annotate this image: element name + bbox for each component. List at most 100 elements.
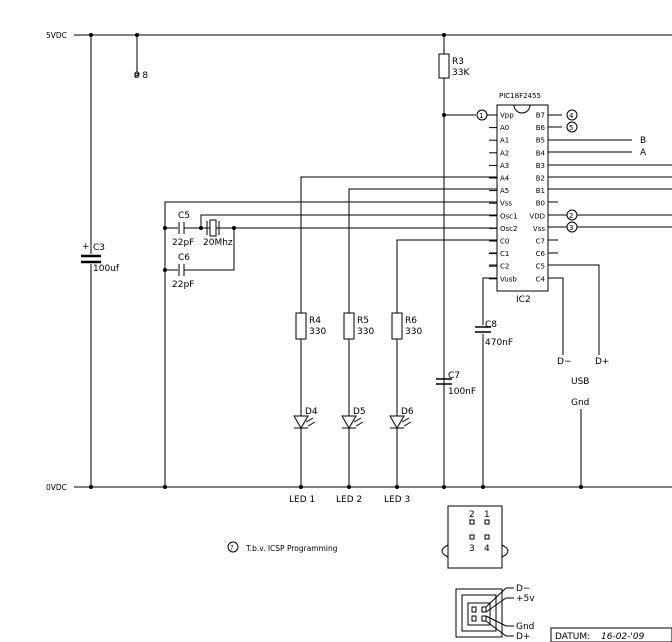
right-pin-wiring: 4 5 B A 2 3 D− D+ USB Gnd xyxy=(548,109,672,487)
c7-capacitor: C7 100nF xyxy=(436,371,476,397)
ic-pin-label-right: C5 xyxy=(536,263,545,271)
ic-pin-label-right: B2 xyxy=(536,175,545,183)
header-pin-2: 2 xyxy=(469,510,475,520)
vdd-label: 5VDC xyxy=(46,31,67,40)
xtal-value: 20Mhz xyxy=(203,238,233,248)
gnd-label-usb: Gnd xyxy=(571,398,589,408)
ic-pin-label-right: B0 xyxy=(536,200,545,208)
ic-pin-label-left: A5 xyxy=(500,187,509,195)
ic-pin-label-right: B1 xyxy=(536,187,545,195)
net-a: A xyxy=(640,148,647,158)
c8-ref: C8 xyxy=(485,320,497,330)
led-drive-wiring xyxy=(300,176,497,313)
ic-pin-label-left: A0 xyxy=(500,124,509,132)
svg-text:3: 3 xyxy=(569,224,573,232)
usb-label: USB xyxy=(571,377,589,387)
header-pin-1: 1 xyxy=(484,510,490,520)
ic-pin-label-left: Vpp xyxy=(500,112,514,120)
ic-pin-label-right: VDD xyxy=(529,212,545,220)
d5-ref: D5 xyxy=(353,407,366,417)
ic-pin-label-right: Vss xyxy=(533,225,545,233)
datum-value: 16-02-'09 xyxy=(601,632,645,642)
led1-label: LED 1 xyxy=(289,495,315,505)
ic-pin-label-right: B7 xyxy=(536,112,545,120)
c7-ref: C7 xyxy=(448,371,460,381)
pin8-label: ø 8 xyxy=(134,71,148,81)
usb-conn-5v: +5v xyxy=(516,594,535,604)
usb-b-connector: D− +5v Gnd D+ xyxy=(455,584,535,642)
datum-box: DATUM: 16-02-'09 xyxy=(550,627,672,642)
ic-pin-label-left: A4 xyxy=(500,175,510,183)
ic-pin-label-left: A3 xyxy=(500,162,509,170)
net-b: B xyxy=(640,136,646,146)
c3-polarity: + xyxy=(82,242,90,252)
svg-text:2: 2 xyxy=(569,212,573,220)
svg-text:5: 5 xyxy=(569,124,573,132)
ic-pin-label-right: B5 xyxy=(536,137,545,145)
ic-pin-label-left: C1 xyxy=(500,250,509,258)
led-branch-3: R6 330 D6 LED 3 xyxy=(384,312,422,505)
ic2-chip: PIC18F2455 IC2 VppA0A1A2A3A4A5VssOsc1Osc… xyxy=(489,92,549,305)
usb-dminus: D− xyxy=(557,357,571,367)
ic-pin-label-left: C0 xyxy=(500,238,509,246)
gnd-rail: 0VDC xyxy=(46,483,672,492)
r4-value: 330 xyxy=(309,327,326,337)
ic-pin-label-left: A1 xyxy=(500,137,509,145)
usb-conn-dplus: D+ xyxy=(516,632,530,642)
c6-ref: C6 xyxy=(178,253,190,263)
header-pin-4: 4 xyxy=(484,544,490,554)
ic-pin-label-left: C2 xyxy=(500,263,509,271)
header-pin-3: 3 xyxy=(469,544,475,554)
ic-pin-label-right: C4 xyxy=(536,275,546,283)
led2-label: LED 2 xyxy=(336,495,362,505)
c3-ref: C3 xyxy=(93,243,105,253)
usb-conn-gnd: Gnd xyxy=(516,622,534,632)
r6-ref: R6 xyxy=(405,316,417,326)
usb-dplus: D+ xyxy=(595,357,609,367)
led-branch-2: R5 330 D5 LED 2 xyxy=(336,312,374,505)
c3-capacitor: + C3 100uf xyxy=(81,35,120,487)
ic-pin-label-left: Vss xyxy=(500,200,512,208)
r3-resistor: R3 33K xyxy=(438,35,476,487)
ic-pin-label-left: Osc2 xyxy=(500,225,517,233)
svg-text:1: 1 xyxy=(479,112,483,120)
vdd-rail: 5VDC xyxy=(46,31,672,40)
ic-pin-label-left: Vusb xyxy=(500,275,517,283)
gnd-label: 0VDC xyxy=(46,483,67,492)
icsp-note: ? T.b.v. ICSP Programming xyxy=(227,541,338,553)
led3-label: LED 3 xyxy=(384,495,410,505)
r3-ref: R3 xyxy=(452,57,464,67)
ic-pin-label-right: C6 xyxy=(536,250,546,258)
led-branch-1: R4 330 D4 LED 1 xyxy=(289,312,326,505)
svg-text:?: ? xyxy=(230,544,234,552)
icsp-header: 2 1 3 4 xyxy=(441,505,509,569)
usb-conn-dminus: D− xyxy=(516,584,530,594)
c8-value: 470nF xyxy=(485,338,513,348)
r6-value: 330 xyxy=(405,327,422,337)
d4-ref: D4 xyxy=(305,407,318,417)
c8-capacitor: C8 470nF xyxy=(475,277,513,487)
c5-ref: C5 xyxy=(178,211,190,221)
icsp-note-text: T.b.v. ICSP Programming xyxy=(245,544,338,553)
svg-text:4: 4 xyxy=(569,112,574,120)
datum-label: DATUM: xyxy=(555,632,590,642)
oscillator-wiring: C5 22pF 20Mhz C6 22pF xyxy=(163,201,497,487)
c7-value: 100nF xyxy=(448,387,476,397)
r5-value: 330 xyxy=(357,327,374,337)
d6-ref: D6 xyxy=(401,407,414,417)
ic-pin-label-right: B6 xyxy=(536,124,546,132)
c3-value: 100uf xyxy=(93,264,120,274)
r4-ref: R4 xyxy=(309,316,321,326)
c5-value: 22pF xyxy=(172,238,194,248)
ic-pin-label-left: A2 xyxy=(500,149,509,157)
r5-ref: R5 xyxy=(357,316,369,326)
ic-pin-label-right: B3 xyxy=(536,162,545,170)
r3-value: 33K xyxy=(452,68,470,78)
pin8-tap: ø 8 xyxy=(134,35,148,81)
ic-part: PIC18F2455 xyxy=(499,92,541,100)
ic-designator: IC2 xyxy=(516,295,531,305)
ic-pin-label-right: B4 xyxy=(536,149,546,157)
c6-value: 22pF xyxy=(172,280,194,290)
ic-pin-label-left: Osc1 xyxy=(500,212,517,220)
